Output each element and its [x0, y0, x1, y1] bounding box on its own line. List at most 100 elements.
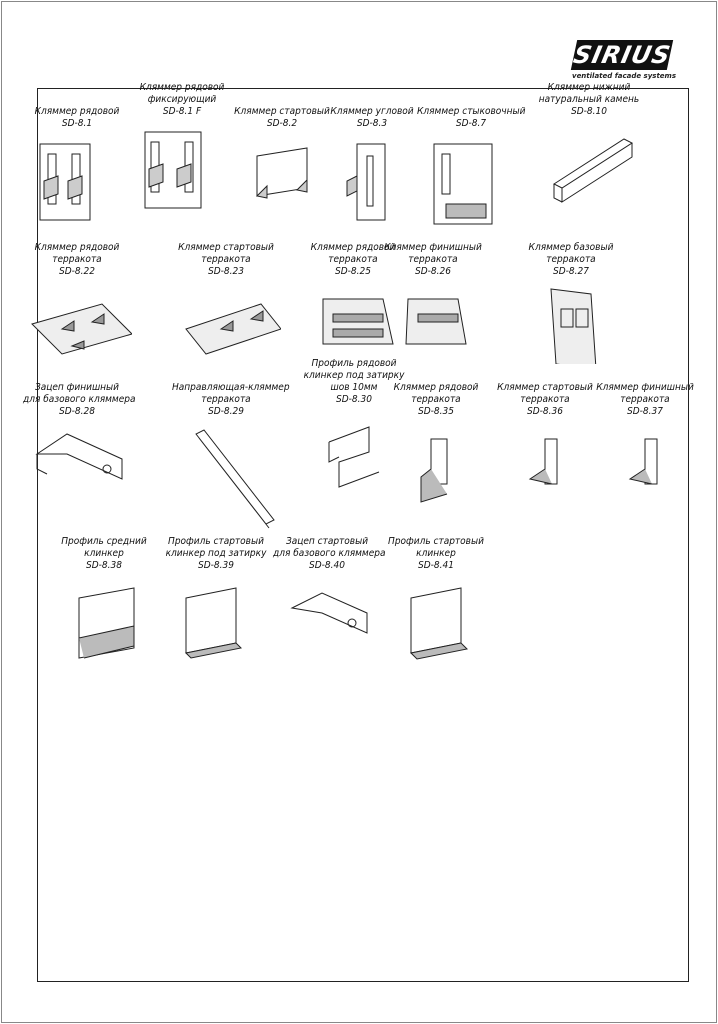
caption-line [172, 370, 280, 382]
caption-line: Кляммер стыковочный [417, 106, 526, 117]
caption-line: Кляммер рядовой [139, 82, 225, 93]
caption-line: Кляммер базовый [528, 242, 614, 253]
caption-line: SD-8.22 [59, 266, 95, 277]
caption-line: SD-8.25 [335, 266, 371, 277]
caption-line [23, 94, 131, 106]
caption-line [591, 370, 699, 382]
caption-line: SD-8.35 [418, 406, 454, 417]
part-drawing [144, 131, 202, 209]
caption-line: Профиль средний [61, 536, 147, 547]
caption-line: SD-8.1 [61, 118, 93, 129]
caption-line: терракота [201, 254, 251, 265]
content-frame [37, 88, 689, 982]
caption-line: SD-8.23 [208, 266, 244, 277]
caption-line: терракота [620, 394, 670, 405]
caption-line: Кляммер нижний [547, 82, 631, 93]
caption-line [491, 370, 599, 382]
caption-line: Зацеп стартовый [285, 536, 369, 547]
part-drawing [31, 303, 132, 355]
caption-line: Профиль стартовый [388, 536, 484, 547]
caption-line: терракота [201, 394, 251, 405]
caption-line: SD-8.26 [415, 266, 451, 277]
part-drawing [346, 143, 386, 221]
caption-line: Кляммер стартовый [234, 106, 330, 117]
caption-line: фиксирующий [147, 94, 217, 105]
caption-line: Профиль стартовый [168, 536, 264, 547]
caption-line: SD-8.30 [336, 394, 372, 405]
caption-line: клинкер под затирку [165, 548, 267, 559]
caption-line: SD-8.40 [309, 560, 345, 571]
part-drawing [255, 147, 308, 199]
part-drawing [195, 429, 275, 529]
caption-line: Кляммер финишный [384, 242, 482, 253]
caption-line: терракота [408, 254, 458, 265]
part-drawing [552, 138, 634, 203]
caption-line: SD-8.37 [627, 406, 663, 417]
part-drawing [405, 298, 467, 345]
caption-line [417, 94, 525, 106]
part-drawing [78, 587, 135, 659]
caption-line: для базового кляммера [273, 548, 386, 559]
part-drawing [35, 433, 123, 480]
caption-line: терракота [52, 254, 102, 265]
logo-wordmark: SIRIUS [570, 40, 674, 70]
caption-line: натуральный камень [538, 94, 640, 105]
caption-line: SD-8.7 [455, 118, 487, 129]
part-drawing [290, 592, 368, 634]
part-drawing [184, 587, 243, 659]
caption-line: Кляммер рядовой [34, 106, 120, 117]
caption-line: SD-8.39 [198, 560, 234, 571]
caption-line: терракота [546, 254, 596, 265]
caption-line: клинкер [84, 548, 124, 559]
sirius-logo: SIRIUS ventilated facade systems [566, 40, 676, 86]
caption-line: Кляммер угловой [330, 106, 414, 117]
part-drawing [420, 438, 448, 503]
part-drawing [328, 426, 380, 488]
caption-line: SD-8.29 [208, 406, 244, 417]
part-drawing [39, 143, 91, 221]
caption-line [382, 370, 490, 382]
caption-line: Кляммер рядовой [310, 242, 396, 253]
caption-line: Кляммер рядовой [393, 382, 479, 393]
caption-line: SD-8.38 [86, 560, 122, 571]
caption-line: SD-8.1 F [162, 106, 202, 117]
caption-line: терракота [328, 254, 378, 265]
caption-line: SD-8.10 [571, 106, 607, 117]
caption-line: SD-8.36 [527, 406, 563, 417]
caption-line: SD-8.41 [418, 560, 454, 571]
caption-line: Зацеп финишный [34, 382, 120, 393]
caption-line: для базового кляммера [23, 394, 136, 405]
part-drawing [550, 288, 597, 364]
caption-line: Кляммер стартовый [497, 382, 593, 393]
part-drawing [628, 438, 658, 485]
caption-line: терракота [520, 394, 570, 405]
logo-tagline: ventilated facade systems [572, 72, 676, 80]
